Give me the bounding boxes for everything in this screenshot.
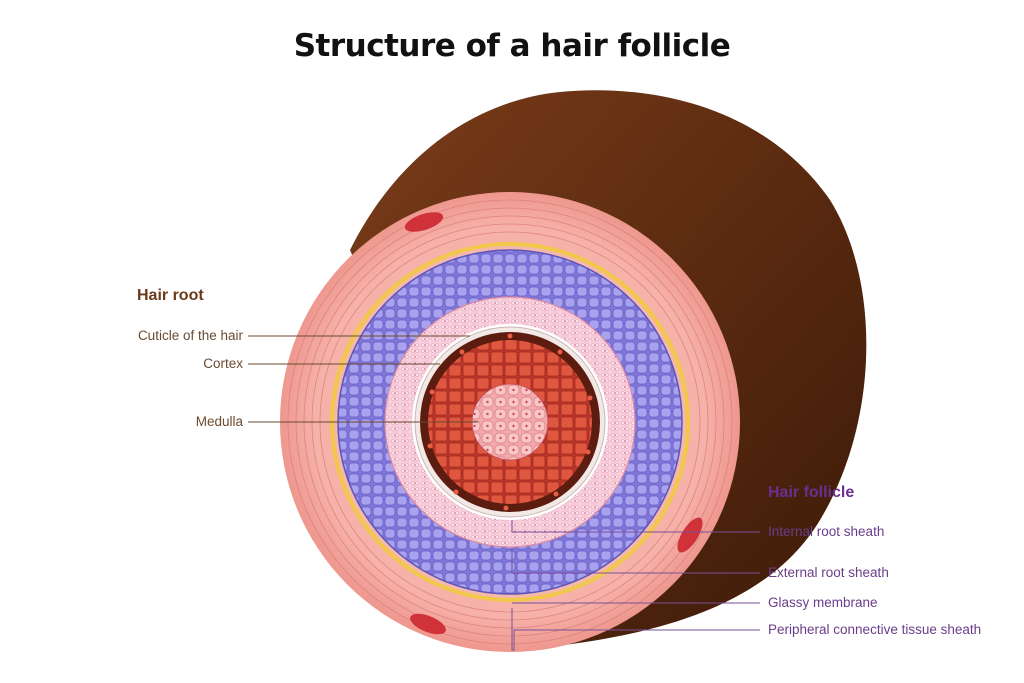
hair-follicle-heading: Hair follicle [768, 484, 855, 501]
label-glassy-membrane: Glassy membrane [768, 595, 878, 610]
label-cuticle: Cuticle of the hair [137, 328, 243, 343]
medulla-layer [472, 384, 548, 460]
diagram-title: Structure of a hair follicle [293, 28, 731, 64]
right-leader-lines [511, 520, 760, 651]
label-medulla: Medulla [195, 414, 243, 429]
left-leader-lines [248, 335, 478, 423]
blood-vessel [404, 212, 444, 232]
label-cortex: Cortex [203, 356, 243, 371]
blood-vessel [410, 613, 446, 635]
cortex-nuclei [427, 333, 593, 511]
label-external-root-sheath: External root sheath [768, 565, 889, 580]
hair-root-heading: Hair root [137, 287, 204, 304]
label-internal-root-sheath: Internal root sheath [768, 524, 885, 539]
blood-vessel [677, 517, 703, 553]
label-peripheral-connective-tissue-sheath: Peripheral connective tissue sheath [768, 622, 982, 637]
